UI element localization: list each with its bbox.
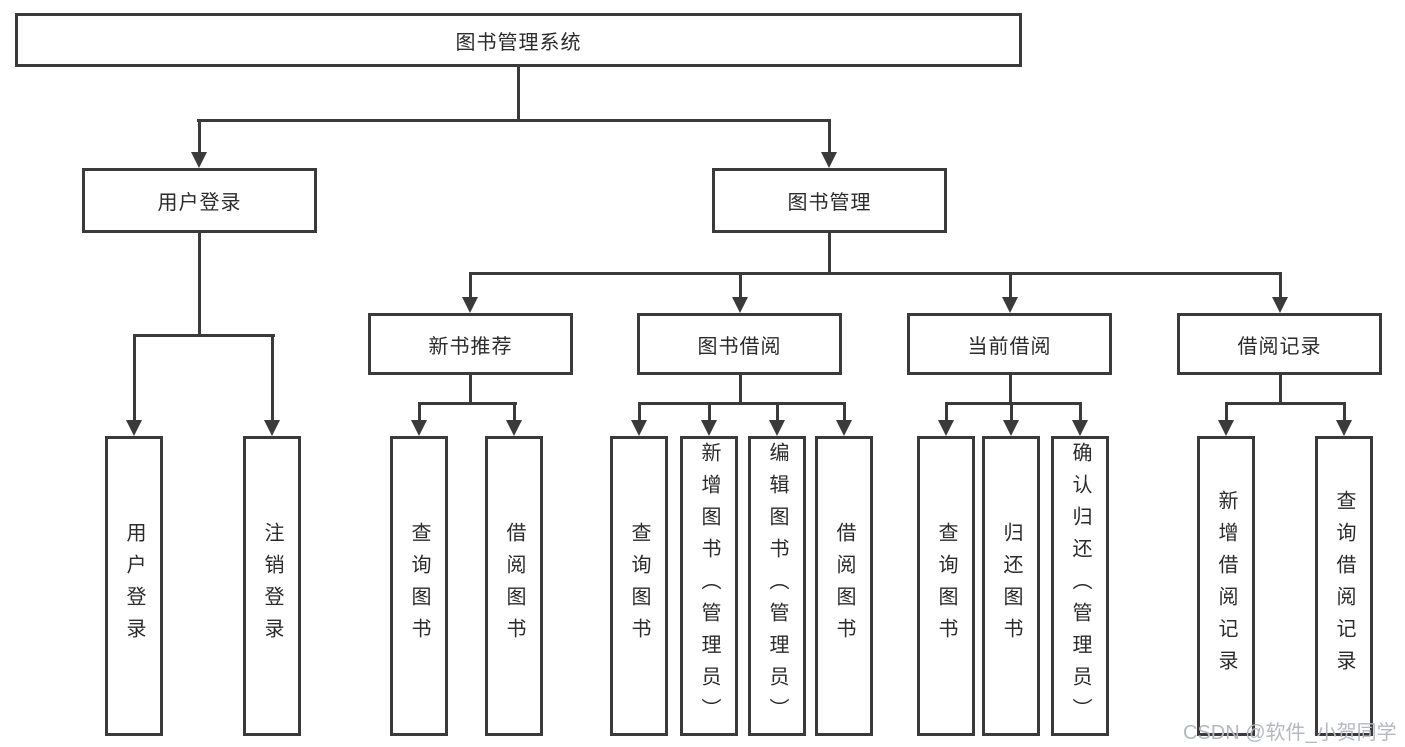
- node-user-login: 用户登录: [82, 168, 317, 233]
- connector-drop-leaf: [513, 404, 516, 421]
- connector-drop-leaf: [1343, 404, 1346, 421]
- arrow-down-icon: [506, 420, 522, 436]
- connector-book-management-rail: [469, 272, 1282, 275]
- connector-drop-leaf: [776, 404, 779, 421]
- node-borrow-records: 借阅记录: [1177, 313, 1382, 375]
- leaf-query-borrow-record: 查询借阅记录: [1315, 436, 1373, 736]
- leaf-newbook-borrow-books: 借阅图书: [485, 436, 543, 736]
- arrow-down-icon: [462, 297, 478, 313]
- leaf-confirm-return-admin: 确认归还（管理员）: [1051, 436, 1109, 736]
- arrow-down-icon: [769, 420, 785, 436]
- leaf-add-books-admin: 新增图书（管理员）: [680, 436, 738, 736]
- node-root-label: 图书管理系统: [455, 31, 582, 54]
- connector-borrow-records-stem: [1279, 375, 1282, 405]
- leaf-logout: 注销登录: [243, 436, 301, 736]
- leaf-add-borrow-record-label: 新增借阅记录: [1215, 490, 1237, 682]
- connector-drop-leaf: [418, 404, 421, 421]
- connector-drop-leaf: [638, 404, 641, 421]
- arrow-down-icon: [264, 420, 280, 436]
- connector-user-login-rail: [133, 334, 275, 337]
- connector-new-book-recommend-rail: [418, 402, 517, 405]
- leaf-add-books-admin-label: 新增图书（管理员）: [698, 442, 720, 730]
- connector-drop-book-management: [828, 119, 831, 153]
- connector-new-book-recommend-stem: [469, 375, 472, 405]
- connector-drop-book-borrow: [739, 274, 742, 299]
- leaf-user-login: 用户登录: [105, 436, 163, 736]
- arrow-down-icon: [836, 420, 852, 436]
- connector-user-login-stem: [198, 233, 201, 337]
- leaf-borrow-books: 借阅图书: [815, 436, 873, 736]
- connector-drop-current-borrow: [1009, 274, 1012, 299]
- leaf-logout-label: 注销登录: [261, 522, 283, 650]
- node-new-book-recommend: 新书推荐: [368, 313, 573, 375]
- node-current-borrow-label: 当前借阅: [967, 335, 1052, 358]
- connector-drop-leaf: [1010, 404, 1013, 421]
- leaf-edit-books-admin-label: 编辑图书（管理员）: [766, 442, 788, 730]
- arrow-down-icon: [411, 420, 427, 436]
- arrow-down-icon: [732, 297, 748, 313]
- connector-drop-borrow-records: [1279, 274, 1282, 299]
- connector-root-stem: [517, 67, 520, 121]
- node-borrow-records-label: 借阅记录: [1237, 335, 1322, 358]
- arrow-down-icon: [191, 152, 207, 168]
- node-book-borrow-label: 图书借阅: [697, 335, 782, 358]
- arrow-down-icon: [1218, 420, 1234, 436]
- arrow-down-icon: [1336, 420, 1352, 436]
- connector-drop-leaf: [945, 404, 948, 421]
- arrow-down-icon: [126, 420, 142, 436]
- arrow-down-icon: [701, 420, 717, 436]
- connector-root-rail: [197, 119, 831, 122]
- leaf-newbook-query-books: 查询图书: [390, 436, 448, 736]
- leaf-query-borrow-record-label: 查询借阅记录: [1333, 490, 1355, 682]
- arrow-down-icon: [938, 420, 954, 436]
- leaf-user-login-label: 用户登录: [123, 522, 145, 650]
- connector-drop-leaf: [1225, 404, 1228, 421]
- arrow-down-icon: [1072, 420, 1088, 436]
- arrow-down-icon: [1002, 297, 1018, 313]
- leaf-borrow-query-books-label: 查询图书: [628, 522, 650, 650]
- csdn-watermark: CSDN @软件_小贺同学: [1183, 722, 1397, 744]
- connector-book-management-stem: [828, 233, 831, 274]
- leaf-borrow-books-label: 借阅图书: [833, 522, 855, 650]
- connector-drop-new-book-recommend: [469, 274, 472, 299]
- leaf-return-books-label: 归还图书: [1000, 522, 1022, 650]
- connector-book-borrow-rail: [638, 402, 846, 405]
- leaf-newbook-query-books-label: 查询图书: [408, 522, 430, 650]
- connector-drop-user-login: [198, 119, 201, 153]
- node-book-management: 图书管理: [712, 168, 947, 233]
- leaf-newbook-borrow-books-label: 借阅图书: [503, 522, 525, 650]
- arrow-down-icon: [631, 420, 647, 436]
- connector-current-borrow-rail: [945, 402, 1082, 405]
- connector-drop-leaf: [1079, 404, 1082, 421]
- node-current-borrow: 当前借阅: [907, 313, 1112, 375]
- arrow-down-icon: [821, 152, 837, 168]
- connector-drop-leaf: [843, 404, 846, 421]
- connector-drop-leaf: [708, 404, 711, 421]
- leaf-add-borrow-record: 新增借阅记录: [1197, 436, 1255, 736]
- arrow-down-icon: [1003, 420, 1019, 436]
- node-book-management-label: 图书管理: [787, 192, 872, 214]
- node-root: 图书管理系统: [15, 13, 1022, 67]
- leaf-current-query-books-label: 查询图书: [935, 522, 957, 650]
- connector-borrow-records-rail: [1225, 402, 1346, 405]
- connector-current-borrow-stem: [1009, 375, 1012, 405]
- connector-drop-leaf-user-login: [133, 336, 136, 421]
- leaf-edit-books-admin: 编辑图书（管理员）: [748, 436, 806, 736]
- node-book-borrow: 图书借阅: [637, 313, 842, 375]
- leaf-borrow-query-books: 查询图书: [610, 436, 668, 736]
- leaf-current-query-books: 查询图书: [917, 436, 975, 736]
- arrow-down-icon: [1272, 297, 1288, 313]
- connector-drop-leaf-logout: [271, 336, 274, 421]
- leaf-return-books: 归还图书: [982, 436, 1040, 736]
- connector-book-borrow-stem: [739, 375, 742, 405]
- node-user-login-label: 用户登录: [157, 192, 242, 214]
- node-new-book-recommend-label: 新书推荐: [428, 335, 513, 358]
- leaf-confirm-return-admin-label: 确认归还（管理员）: [1069, 442, 1091, 730]
